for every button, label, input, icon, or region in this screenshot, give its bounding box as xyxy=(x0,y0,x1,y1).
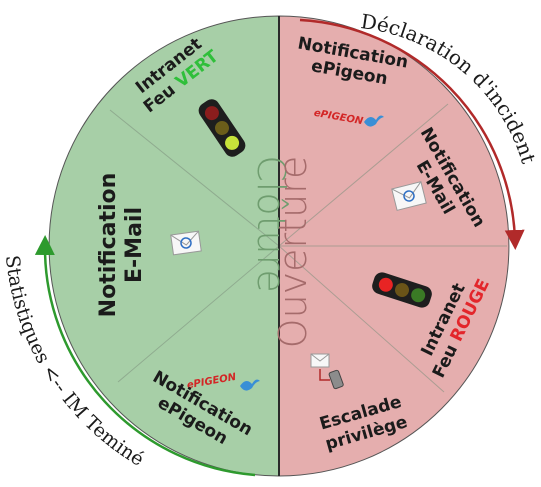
epigeon-bird-icon-right xyxy=(364,115,384,127)
declaration-arrow xyxy=(299,18,525,250)
email-envelope-icon xyxy=(170,230,202,256)
traffic-light-green-icon xyxy=(198,99,246,157)
segment-email-left: Notification E-Mail xyxy=(96,173,147,318)
statistiques-arrow xyxy=(34,235,256,477)
traffic-light-red-icon xyxy=(372,272,432,308)
segment-email-left-line1: Notification xyxy=(96,173,121,318)
segment-email-left-line2: E-Mail xyxy=(122,207,147,283)
epigeon-bird-icon xyxy=(240,379,260,391)
segment-dividers xyxy=(109,103,507,393)
cloture-label: Clôture xyxy=(249,155,293,293)
ouverture-label: Ouverture xyxy=(271,156,315,349)
email-to-phone-icon xyxy=(310,353,344,390)
email-envelope-icon-right xyxy=(391,181,427,211)
